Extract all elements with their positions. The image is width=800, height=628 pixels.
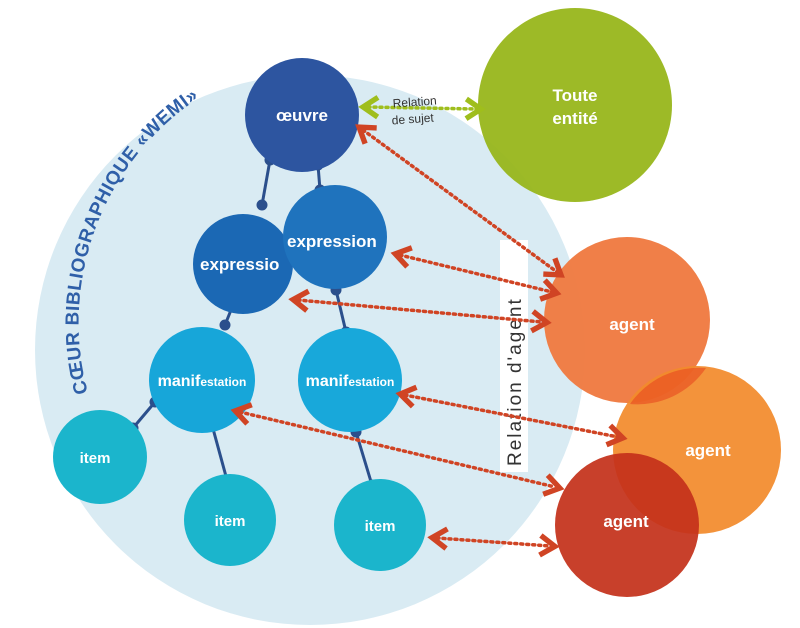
subject-relation-label-line1: Relation xyxy=(392,93,437,110)
agent-relation-arrows xyxy=(230,124,628,558)
item-node-1 xyxy=(53,410,147,504)
agent-3-label: agent xyxy=(603,512,649,531)
connector-oeuvre-expression-back xyxy=(260,159,272,206)
manifestation-1-label: manifestation xyxy=(158,373,247,390)
connector-dot xyxy=(219,319,231,331)
oeuvre-node xyxy=(245,58,359,172)
item-2-label: item xyxy=(215,513,246,530)
agent-relation-label: Relation d'agent xyxy=(505,297,526,466)
toute-entite-label-line2: entité xyxy=(552,109,597,128)
toute-entite-node xyxy=(478,8,672,202)
connector-manifestation-item-1 xyxy=(131,401,157,429)
manifestation-1-label-big: manif xyxy=(158,373,201,390)
agent-2-label: agent xyxy=(685,441,731,460)
manifestation-node-1 xyxy=(149,327,255,433)
manifestation-2-label-big: manif xyxy=(306,373,349,390)
arrow-expression-front-agent xyxy=(390,245,562,302)
item-3-label: item xyxy=(365,518,396,535)
toute-entite-label-line1: Toute xyxy=(552,86,597,105)
item-node-2 xyxy=(184,474,276,566)
manifestation-2-label: manifestation xyxy=(306,373,395,390)
agent-overlap xyxy=(630,367,706,405)
item-node-3 xyxy=(334,479,426,571)
manifestation-1-label-small: estation xyxy=(200,375,246,389)
item-1-label: item xyxy=(80,450,111,467)
arrow-expression-back-agent xyxy=(288,288,552,334)
subject-relation-arrow xyxy=(358,95,486,121)
arrow-manifestation1-agent xyxy=(230,402,565,497)
arrow-item-agent xyxy=(427,526,560,558)
expression-back-label: expressio xyxy=(200,255,279,274)
agent-node-1 xyxy=(544,237,710,403)
agent-node-3 xyxy=(555,453,699,597)
oeuvre-label: œuvre xyxy=(276,106,328,125)
subject-relation-label-line2: de sujet xyxy=(391,111,435,128)
manifestation-2-label-small: estation xyxy=(348,375,394,389)
connector-manifestation-item-2 xyxy=(210,424,229,481)
connector-dot xyxy=(256,199,268,211)
agent-1-label: agent xyxy=(609,315,655,334)
expression-front-label: expression xyxy=(287,232,377,251)
expression-node-back xyxy=(193,214,293,314)
